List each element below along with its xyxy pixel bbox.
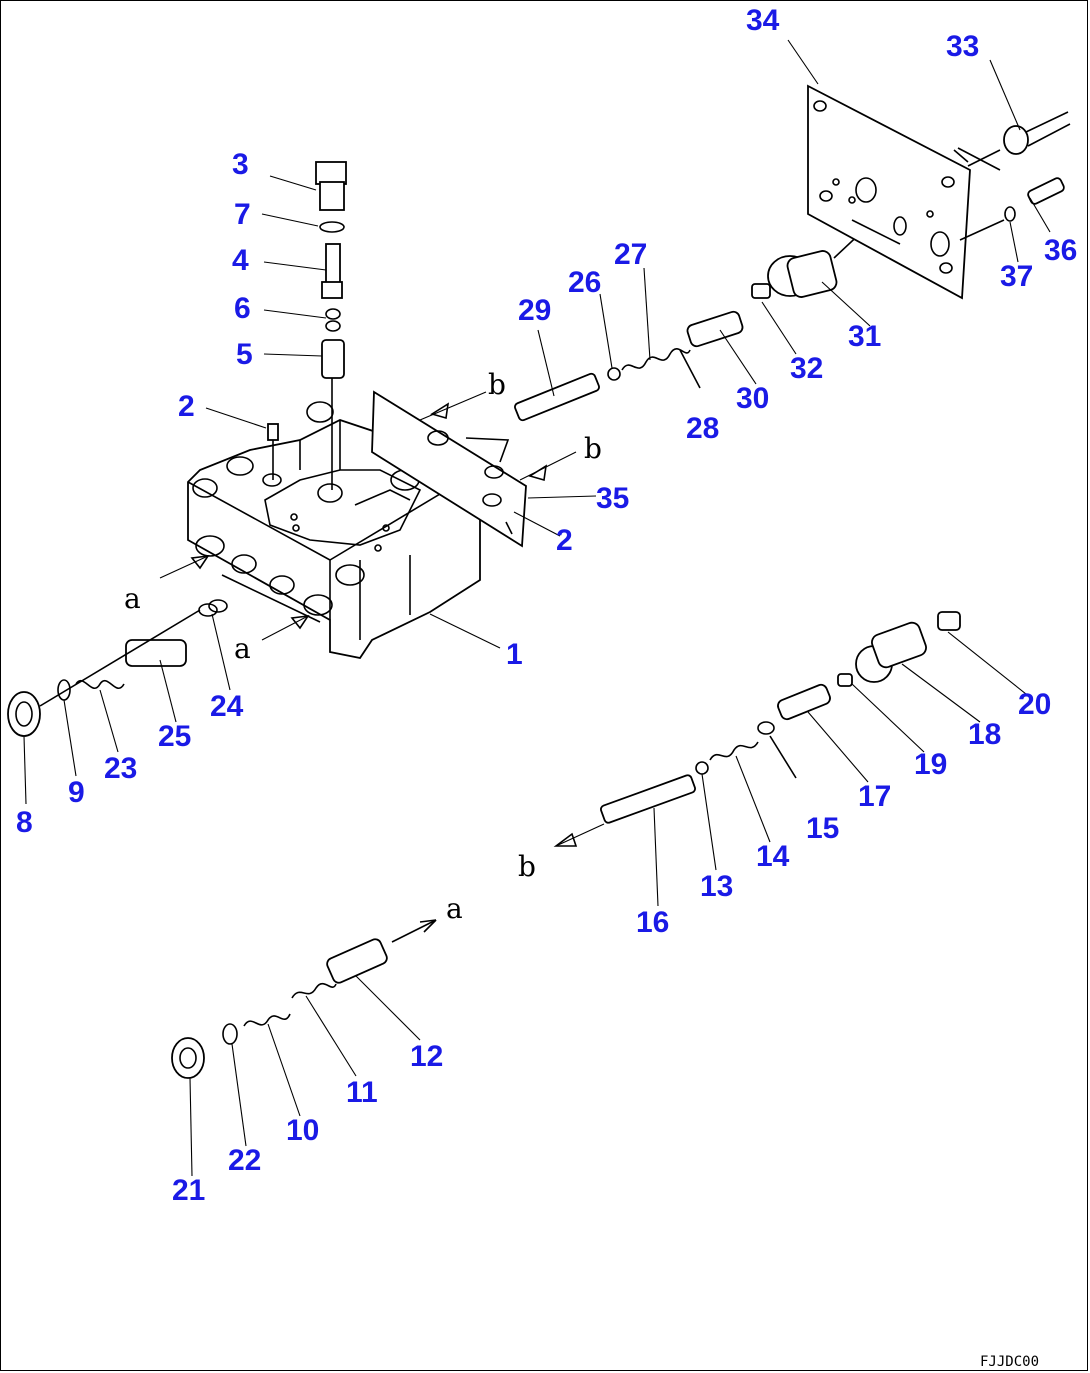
- callout-25: 25: [158, 720, 191, 753]
- callout-24: 24: [210, 690, 244, 723]
- section-letter-b: b: [488, 368, 506, 401]
- callout-15: 15: [806, 812, 839, 845]
- section-letter-a: a: [124, 582, 141, 615]
- top-stack: [267, 161, 347, 490]
- callout-9: 9: [68, 776, 85, 809]
- drawing-code: FJJDC00: [980, 1354, 1039, 1370]
- section-arrows: [159, 391, 605, 847]
- callout-3: 3: [232, 148, 249, 181]
- callout-20: 20: [1018, 688, 1051, 721]
- upper-spool-stack: [514, 227, 867, 422]
- section-letter-b: b: [584, 432, 602, 465]
- callout-30: 30: [736, 382, 769, 415]
- callout-5: 5: [236, 338, 253, 371]
- lower-plug-stack: [171, 919, 437, 1079]
- callout-7: 7: [234, 198, 251, 231]
- callout-23: 23: [104, 752, 137, 785]
- callout-16: 16: [636, 906, 669, 939]
- callout-21: 21: [172, 1174, 205, 1207]
- end-plate: [807, 84, 1001, 300]
- gasket-plate: [371, 390, 527, 548]
- callout-10: 10: [286, 1114, 319, 1147]
- callout-37: 37: [1000, 260, 1033, 293]
- section-labels: a a b b b a: [124, 368, 602, 925]
- callout-28: 28: [686, 412, 719, 445]
- callout-numbers: 1 2 2 3 4 5 6 7 8 9 10 11 12 13 14 15 16…: [16, 4, 1077, 1207]
- callout-2: 2: [556, 524, 573, 557]
- callout-2: 2: [178, 390, 195, 423]
- callout-27: 27: [614, 238, 647, 271]
- leader-lines: [23, 39, 1051, 1177]
- bolt-33: [1003, 111, 1071, 155]
- section-letter-b: b: [518, 850, 536, 883]
- callout-1: 1: [506, 638, 523, 671]
- callout-14: 14: [756, 840, 790, 873]
- callout-8: 8: [16, 806, 33, 839]
- callout-13: 13: [700, 870, 733, 903]
- callout-36: 36: [1044, 234, 1077, 267]
- callout-34: 34: [746, 4, 780, 37]
- callout-29: 29: [518, 294, 551, 327]
- callout-22: 22: [228, 1144, 261, 1177]
- callout-32: 32: [790, 352, 823, 385]
- callout-31: 31: [848, 320, 881, 353]
- section-letter-a: a: [234, 632, 251, 665]
- callout-12: 12: [410, 1040, 443, 1073]
- left-plug-stack: [7, 599, 228, 737]
- callout-35: 35: [596, 482, 629, 515]
- callout-19: 19: [914, 748, 947, 781]
- callout-26: 26: [568, 266, 601, 299]
- callout-18: 18: [968, 718, 1001, 751]
- fitting-36-37: [959, 177, 1065, 241]
- section-letter-a: a: [446, 892, 463, 925]
- callout-6: 6: [234, 292, 251, 325]
- callout-17: 17: [858, 780, 891, 813]
- middle-spool-stack: [600, 611, 961, 824]
- callout-4: 4: [232, 244, 249, 277]
- callout-11: 11: [346, 1076, 378, 1109]
- callout-33: 33: [946, 30, 979, 63]
